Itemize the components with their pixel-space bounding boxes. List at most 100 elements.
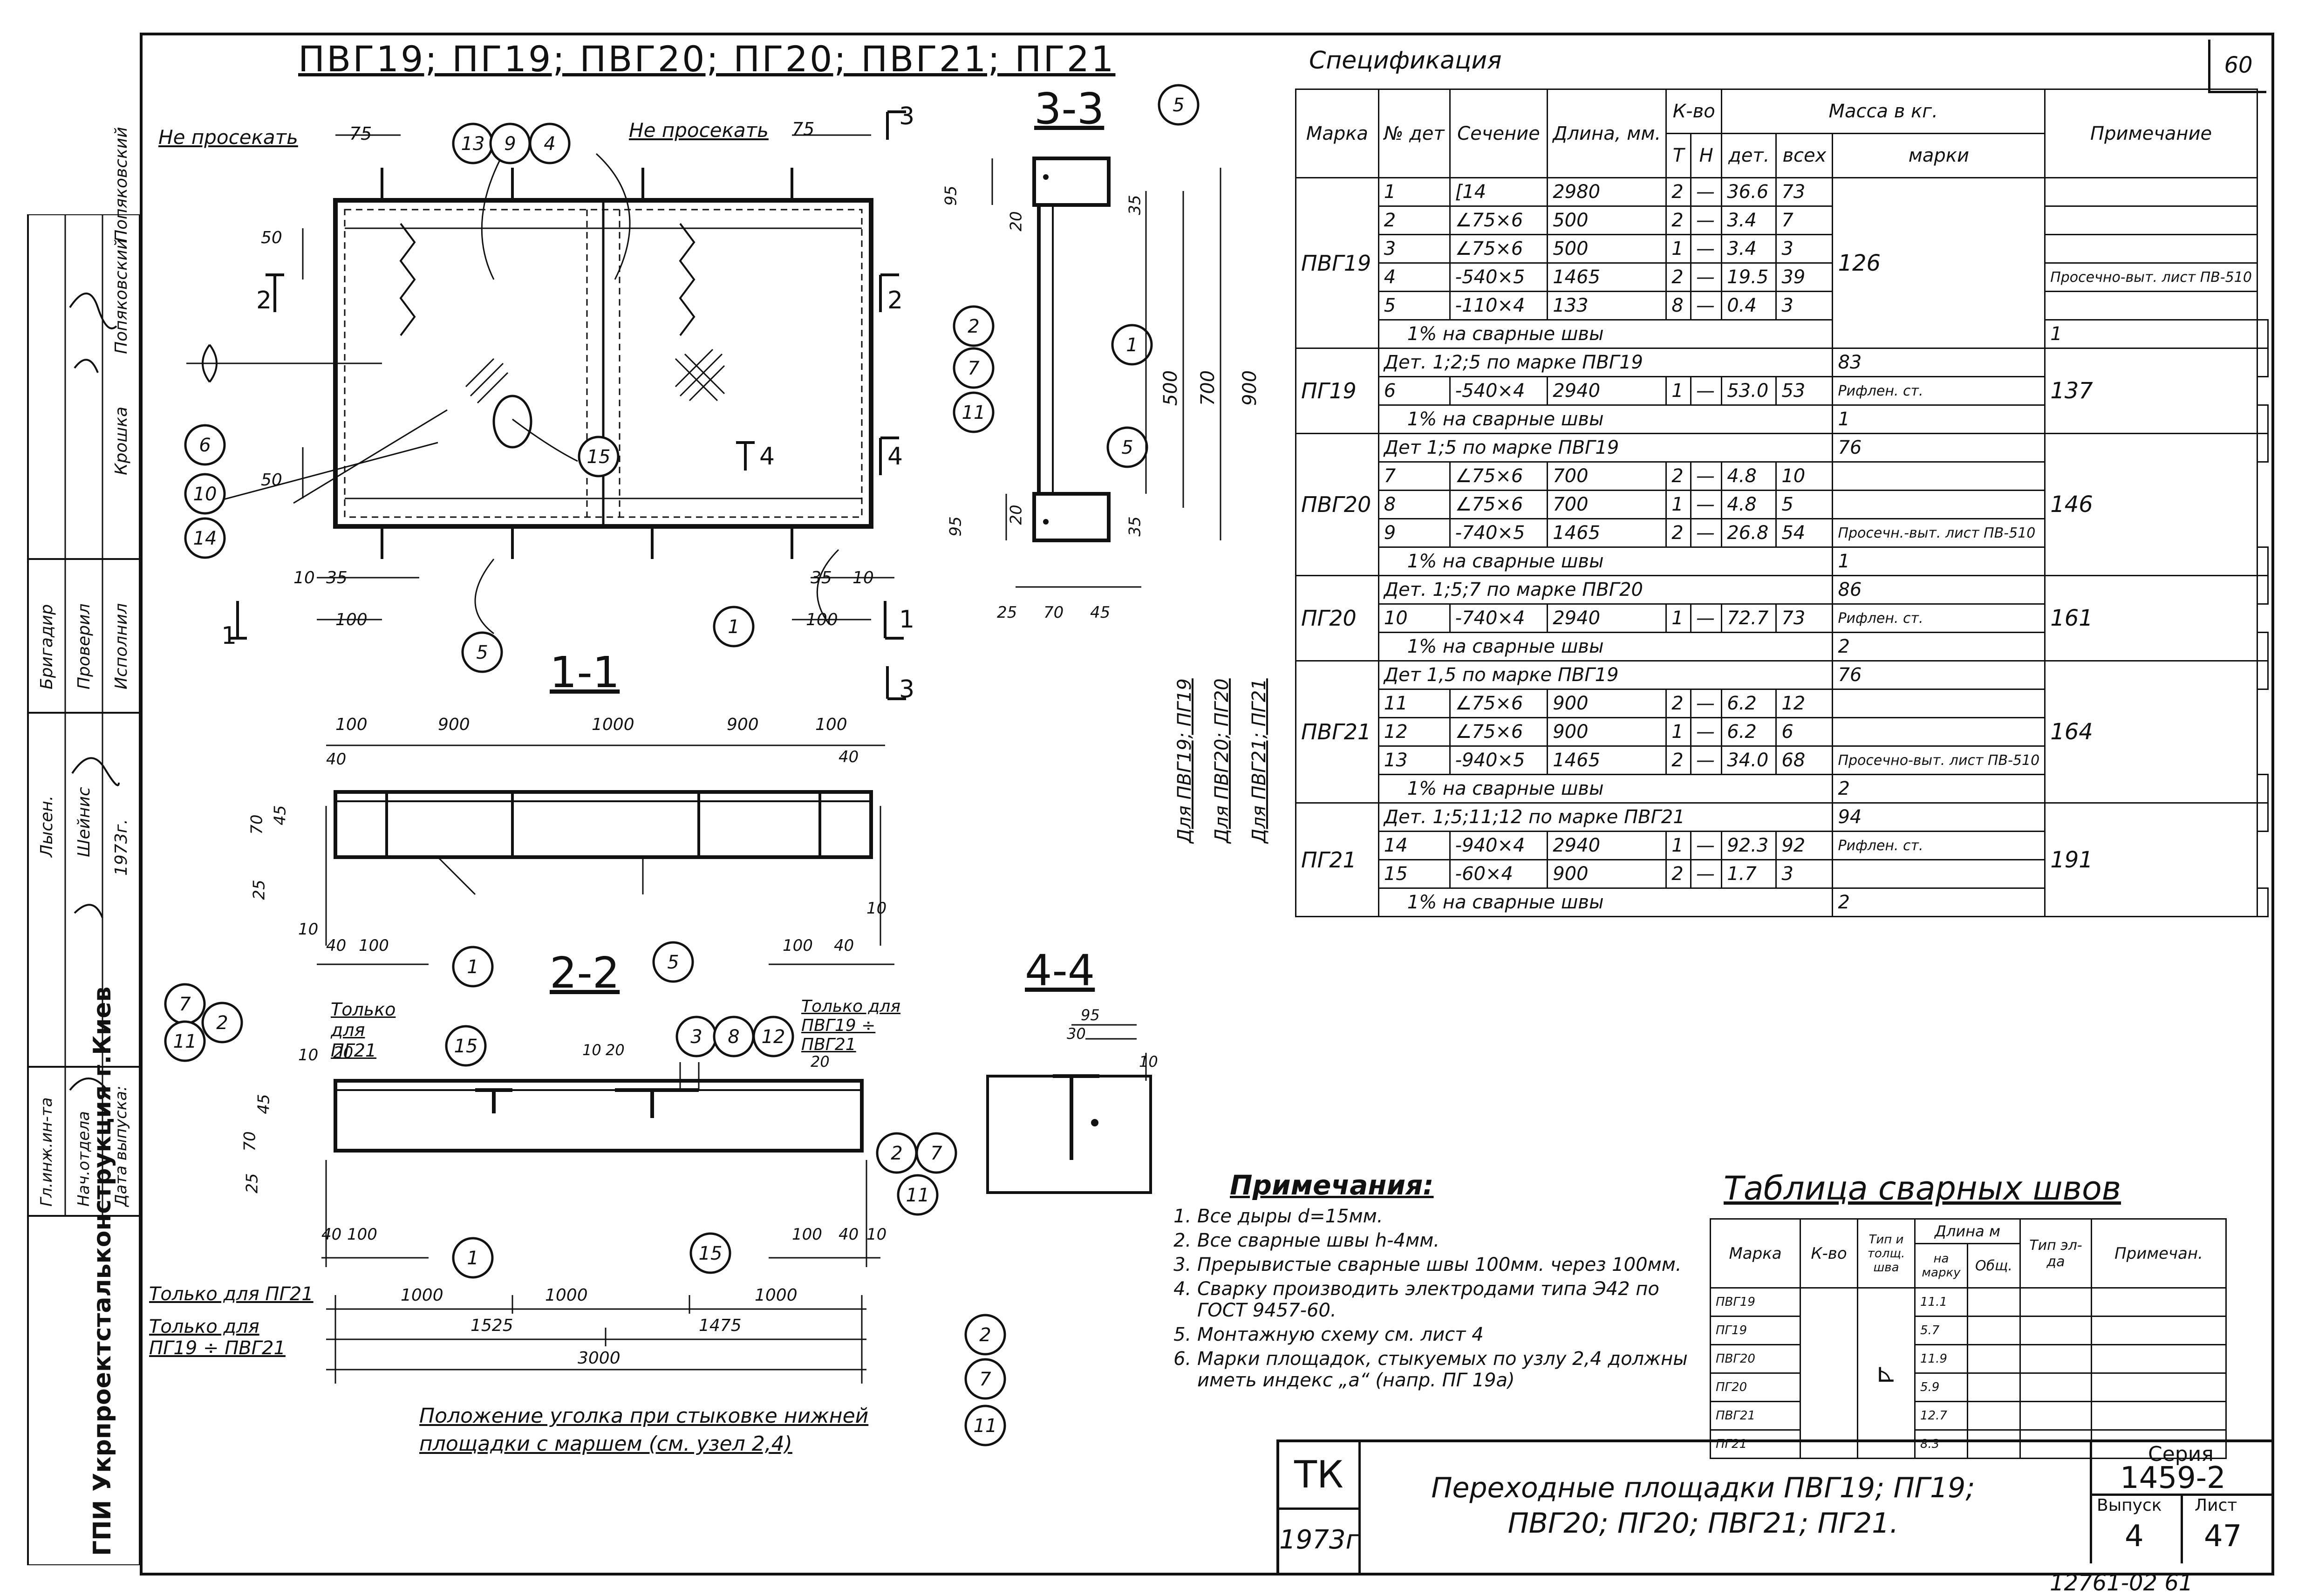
spec-cell-all: 92 (1775, 831, 1834, 860)
spec-cell-note (1832, 859, 2046, 889)
svg-text:7: 7 (179, 994, 191, 1015)
series-box: Серия 1459-2 (2090, 1442, 2274, 1496)
spec-cell-m: 1.7 (1721, 859, 1777, 889)
spec-pre-text: Дет 1,5 по марке ПВГ19 (1378, 660, 1834, 690)
sheet-box: Лист 47 (2181, 1494, 2271, 1563)
s22-dim-45: 45 (254, 1094, 273, 1114)
spec-cell-note: Рифлен. ст. (1832, 831, 2046, 860)
s22-dim-40b: 40 (839, 1225, 859, 1244)
s22-dim-10a: 10 (298, 1046, 319, 1064)
spec-title: Спецификация (1309, 47, 1502, 75)
spec-cell-n: — (1690, 461, 1723, 491)
only-pvg19-21-label: Только для ПВГ19 ÷ ПВГ21 (801, 997, 901, 1054)
note-1: Все дыры d=15мм. (1197, 1206, 1705, 1227)
welds-h-el: Тип эл-да (2019, 1218, 2092, 1289)
spec-cell-n: — (1690, 689, 1723, 718)
spec-cell-t: 1 (1665, 603, 1692, 633)
welds-cell-mark: ПВГ19 (1710, 1287, 1801, 1317)
spec-cell-m: 53.0 (1721, 376, 1777, 406)
dim-plan-10b: 10 (852, 568, 874, 587)
svg-text:2: 2 (968, 316, 979, 337)
welds-h-qty: К-во (1800, 1218, 1858, 1289)
for-pvg19-label: Для ПВГ19; ПГ19 (1174, 678, 1195, 843)
spec-cell-det: 1 (1378, 177, 1451, 207)
note-4: Сварку производить электродами типа Э42 … (1197, 1278, 1705, 1321)
spec-cell-note (1832, 717, 2046, 747)
notes-list: Все дыры d=15мм. Все сварные швы h-4мм. … (1169, 1206, 1705, 1391)
dim-plan-35b: 35 (811, 568, 832, 587)
spec-h-note: Примечание (2044, 89, 2258, 178)
spec-cell-all: 7 (1775, 205, 1834, 235)
spec-cell-n: — (1690, 291, 1723, 321)
spec-h-n: Н (1690, 133, 1723, 178)
angle-position-note: Положение уголка при стыковке нижней пло… (419, 1404, 869, 1456)
callout-5: 5 (476, 642, 488, 663)
spec-cell-note: Просечно-выт. лист ПВ-510 (1832, 745, 2046, 775)
welds-h-mark: Марка (1710, 1218, 1801, 1289)
welds-cell-total (1967, 1372, 2021, 1402)
spec-cell-det: 2 (1378, 205, 1451, 235)
svg-text:1: 1 (467, 956, 478, 978)
spec-pre-value: 76 (1832, 433, 2046, 463)
spec-cell-sec: ∠75×6 (1449, 689, 1548, 718)
welds-cell-el (2019, 1344, 2092, 1374)
welds-h-total: Общ. (1967, 1243, 2021, 1289)
welds-cell-note (2091, 1344, 2227, 1374)
spec-cell-det: 11 (1378, 689, 1451, 718)
spec-h-mass-all: всех (1775, 133, 1834, 178)
spec-weld-text: 1% на сварные швы (1378, 546, 1834, 576)
spec-weld-text: 1% на сварные швы (1378, 774, 1834, 804)
no-cut-right: Не просекать (629, 119, 769, 142)
spec-cell-det: 5 (1378, 291, 1451, 321)
spec-cell-m: 0.4 (1721, 291, 1777, 321)
spec-cell-all: 6 (1775, 717, 1834, 747)
svg-text:1: 1 (467, 1248, 478, 1269)
s33-dim-700: 700 (1197, 370, 1219, 406)
s11-dim-100b: 100 (815, 715, 847, 734)
spec-cell-det: 8 (1378, 490, 1451, 519)
spec-cell-t: 2 (1665, 262, 1692, 292)
s22-dim-40a: 40 (321, 1225, 342, 1244)
series-label: Серия (2148, 1442, 2214, 1466)
sec-mark-1-right: 1 (899, 606, 915, 634)
s33-dim-35a: 35 (1125, 195, 1145, 215)
svg-text:2: 2 (216, 1012, 228, 1034)
spec-cell-all: 68 (1775, 745, 1834, 775)
spec-note-cell (2257, 433, 2269, 463)
s44-dim-30: 30 (1067, 1025, 1086, 1043)
sec-mark-3-bottom: 3 (899, 675, 915, 703)
spec-note-cell (2257, 404, 2269, 434)
spec-cell-sec: -940×4 (1449, 831, 1548, 860)
spec-cell-len: 900 (1547, 859, 1667, 889)
s11-dim-900a: 900 (438, 715, 470, 734)
spec-pre-value: 86 (1832, 575, 2046, 605)
spec-cell-n: — (1690, 831, 1723, 860)
welds-cell-note (2091, 1401, 2227, 1431)
weld-symbol-icon: ⊾ (1857, 1287, 1916, 1459)
spec-table: Марка № дет Сечение Длина, мм. К-во Масс… (1295, 89, 2269, 917)
only-pg21-label: Только для ПГ21 (331, 999, 396, 1061)
s11-dim-100d: 100 (783, 936, 813, 955)
spec-group-mark: ПВГ20 (1295, 433, 1379, 576)
welds-cell-total (1967, 1316, 2021, 1345)
s22-dim-70: 70 (240, 1131, 259, 1152)
overall-dim-1525: 1525 (471, 1316, 513, 1335)
spec-cell-m: 4.8 (1721, 490, 1777, 519)
spec-cell-det: 3 (1378, 234, 1451, 264)
spec-weld-value: 1 (2044, 319, 2258, 349)
archive-number: 12761-02 61 (2050, 1570, 2193, 1596)
only-pg19-pvg21-dim-label: Только для ПГ19 ÷ ПВГ21 (149, 1316, 286, 1359)
dim-plan-35a: 35 (326, 568, 348, 587)
svg-text:7: 7 (930, 1143, 942, 1164)
section-4-4-label: 4-4 (1025, 946, 1095, 996)
s11-dim-40a: 40 (326, 750, 347, 769)
